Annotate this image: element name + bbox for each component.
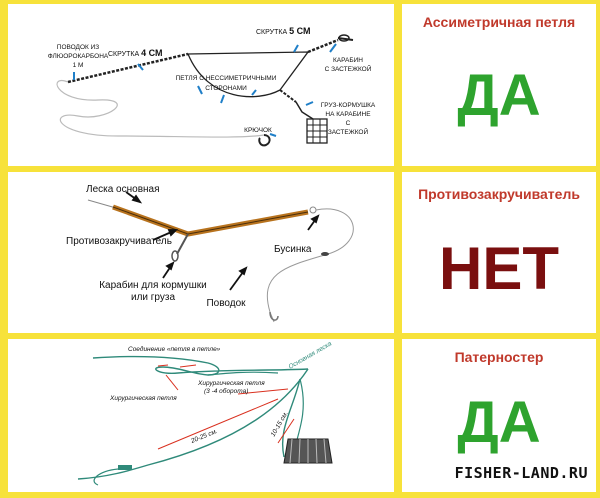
twist-right-label: СКРУТКА 5 СМ — [256, 26, 310, 36]
answer-no: НЕТ — [439, 235, 559, 302]
hook-icon — [258, 134, 271, 147]
bead-label: Бусинка — [274, 244, 312, 255]
surgeon-loop — [281, 378, 301, 458]
leader-label-line3: 1 М — [73, 62, 84, 69]
side-panel-asymmetric-loop: Ассиметричная петля ДА — [402, 4, 596, 166]
heading-swivel: Противозакручиватель — [418, 186, 580, 202]
loop-label-line1: ПЕТЛЯ С НЕССИМЕТРИЧНЫМИ — [176, 75, 277, 82]
site-watermark: FISHER-LAND.RU — [454, 464, 588, 482]
surgeon-loop-label-line1: Хирургическая петля — [197, 380, 265, 387]
answer-yes-1: ДА — [457, 63, 541, 128]
bead-icon — [309, 206, 317, 214]
leader-swivel-icon — [321, 252, 329, 256]
surgeon-loop-left-label: Хирургическая петля — [109, 395, 177, 402]
loop-label-line2: СТОРОНАМИ — [205, 85, 247, 92]
asymmetric-loop — [187, 51, 310, 98]
leader-label-line2: ФЛЮОРОКАРБОНА — [48, 53, 109, 60]
hook-icon-2 — [269, 311, 279, 321]
answer-yes-3: ДА — [457, 390, 541, 455]
dist-10-15-label: 10-15 см. — [270, 410, 290, 438]
feeder-label-line3: С — [346, 120, 351, 127]
twist-left-label: СКРУТКА 4 СМ — [108, 48, 162, 58]
carabiner-label-line1: КАРАБИН — [333, 57, 363, 64]
asymmetric-loop-diagram: ПОВОДОК ИЗ ФЛЮОРОКАРБОНА 1 М СКРУТКА 4 С… — [8, 4, 394, 166]
twist-left — [67, 52, 189, 84]
main-line-label: Леска основная — [86, 184, 160, 195]
side-panel-swivel: Противозакручиватель НЕТ — [402, 172, 596, 333]
carabiner-label-line1: Карабин для кормушки — [99, 279, 207, 291]
paternoster-diagram: Соединение «петля в петле» Хирургическая… — [8, 339, 394, 492]
twist-right — [307, 38, 339, 54]
swivel-label: Противозакручиватель — [66, 236, 172, 247]
main-line-label: Основная леска — [288, 340, 334, 371]
carabiner-icon — [171, 250, 179, 262]
feeder-label-line1: ГРУЗ-КОРМУШКА — [321, 102, 376, 109]
hook-label: КРЮЧОК — [244, 127, 272, 134]
loop-to-loop-connection — [92, 355, 309, 376]
leader-tail — [93, 468, 119, 486]
fluorocarbon-leader-line — [56, 80, 265, 138]
leader-label-line1: ПОВОДОК ИЗ — [57, 44, 99, 51]
swivel-rig-diagram: Леска основная Противозакручиватель Буси… — [8, 172, 394, 333]
paternoster-svg: Соединение «петля в петле» Хирургическая… — [77, 340, 334, 486]
side-panel-paternoster: Патерностер ДА FISHER-LAND.RU — [402, 339, 596, 492]
surgeon-loop-label-line2: (3 -4 оборота) — [204, 387, 248, 395]
main-line — [77, 368, 309, 480]
knot-icon — [118, 465, 132, 470]
feeder-label-line4: ЗАСТЕЖКОЙ — [328, 127, 369, 136]
carabiner-label-line2: или груза — [131, 292, 175, 303]
carabiner-top-icon — [337, 34, 354, 42]
feeder-icon — [295, 101, 328, 144]
feeder-label-line2: НА КАРАБИНЕ — [325, 111, 371, 118]
heading-asymmetric-loop: Ассиметричная петля — [422, 14, 576, 30]
feeder-icon-3 — [283, 438, 333, 464]
leader-label: Поводок — [206, 298, 246, 309]
asymmetric-loop-svg: ПОВОДОК ИЗ ФЛЮОРОКАРБОНА 1 М СКРУТКА 4 С… — [48, 26, 376, 147]
swivel-rig-svg: Леска основная Противозакручиватель Буси… — [66, 184, 354, 323]
carabiner-stem — [176, 233, 189, 255]
loop-to-loop-label: Соединение «петля в петле» — [128, 345, 221, 353]
carabiner-label-line2: С ЗАСТЕЖКОЙ — [325, 64, 372, 73]
heading-paternoster: Патерностер — [454, 349, 544, 365]
